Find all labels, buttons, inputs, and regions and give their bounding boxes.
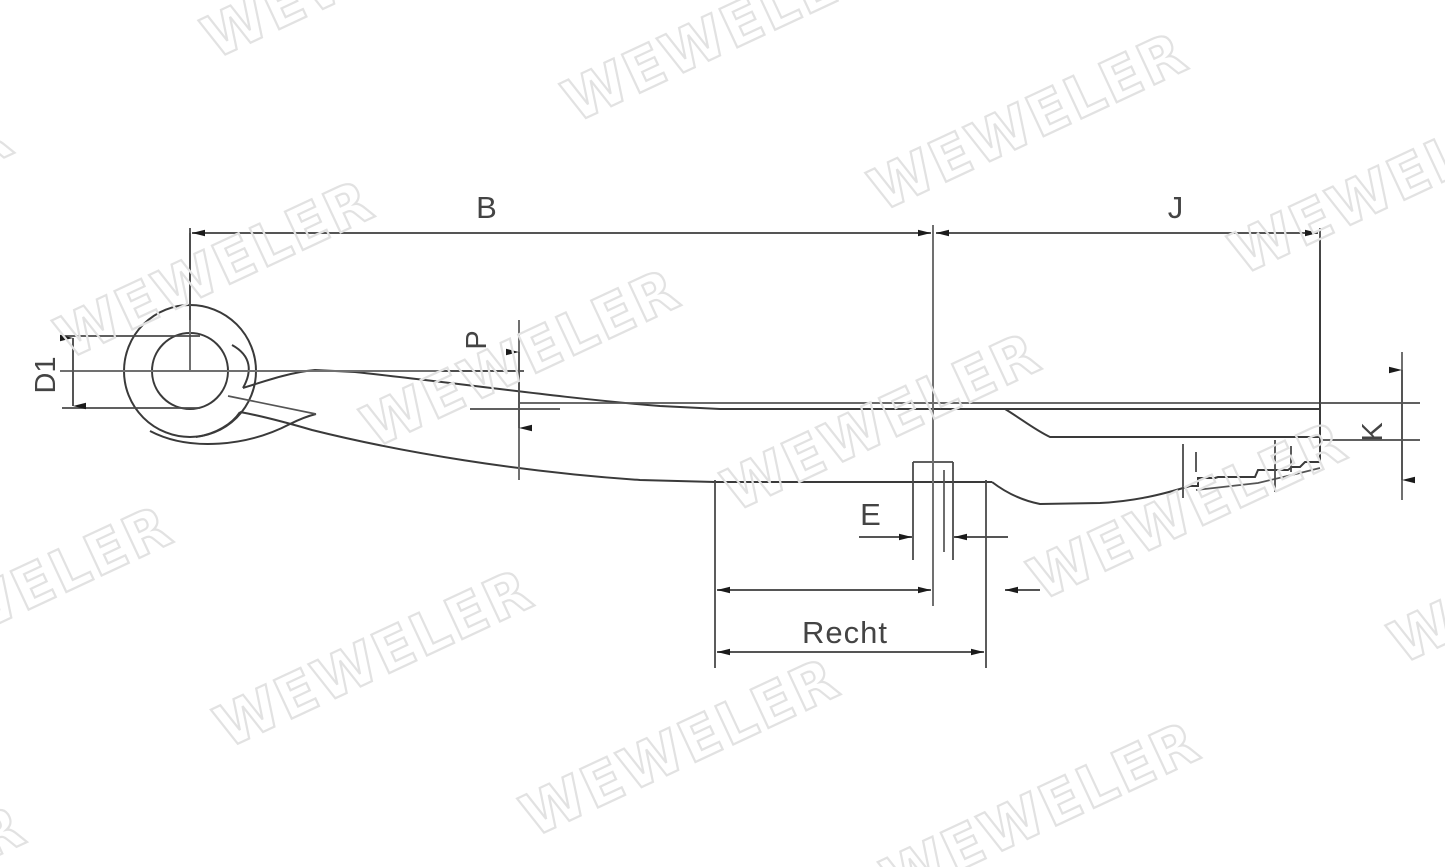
dimension-p-group [440,320,560,480]
dimension-j-group [936,228,1321,260]
dimension-label-k: K [1357,422,1389,442]
dimension-label-j: J [1168,190,1185,225]
main-leaf-profile [149,344,1320,483]
clamp-right-step [991,481,1191,506]
dimension-label-p: P [461,330,493,349]
dimension-d1-group [60,334,200,410]
eye-wrap-tail [149,413,317,445]
dimension-k-group [1320,352,1420,500]
main-leaf-top-edge [242,368,1320,410]
rear-seat-shadow [1195,467,1321,491]
dimension-b-group [189,228,931,320]
main-leaf-bottom-edge [239,411,915,483]
eye-neck-lower [195,411,241,438]
dimension-label-e: E [860,497,882,532]
rear-seat-profile [1190,461,1320,487]
dimension-recht-group [714,480,1040,668]
dimension-label-recht: Recht [802,615,888,650]
rear-upper-step [1004,408,1320,438]
clamp-section-group [715,481,1191,506]
dimension-label-d1: D1 [30,356,62,393]
centre-bolt-group [912,461,954,560]
eye-inner-tangent [227,395,317,415]
rear-tail-group [1004,240,1321,498]
dimension-label-b: B [476,190,498,225]
eye-neck-upper [231,344,250,389]
